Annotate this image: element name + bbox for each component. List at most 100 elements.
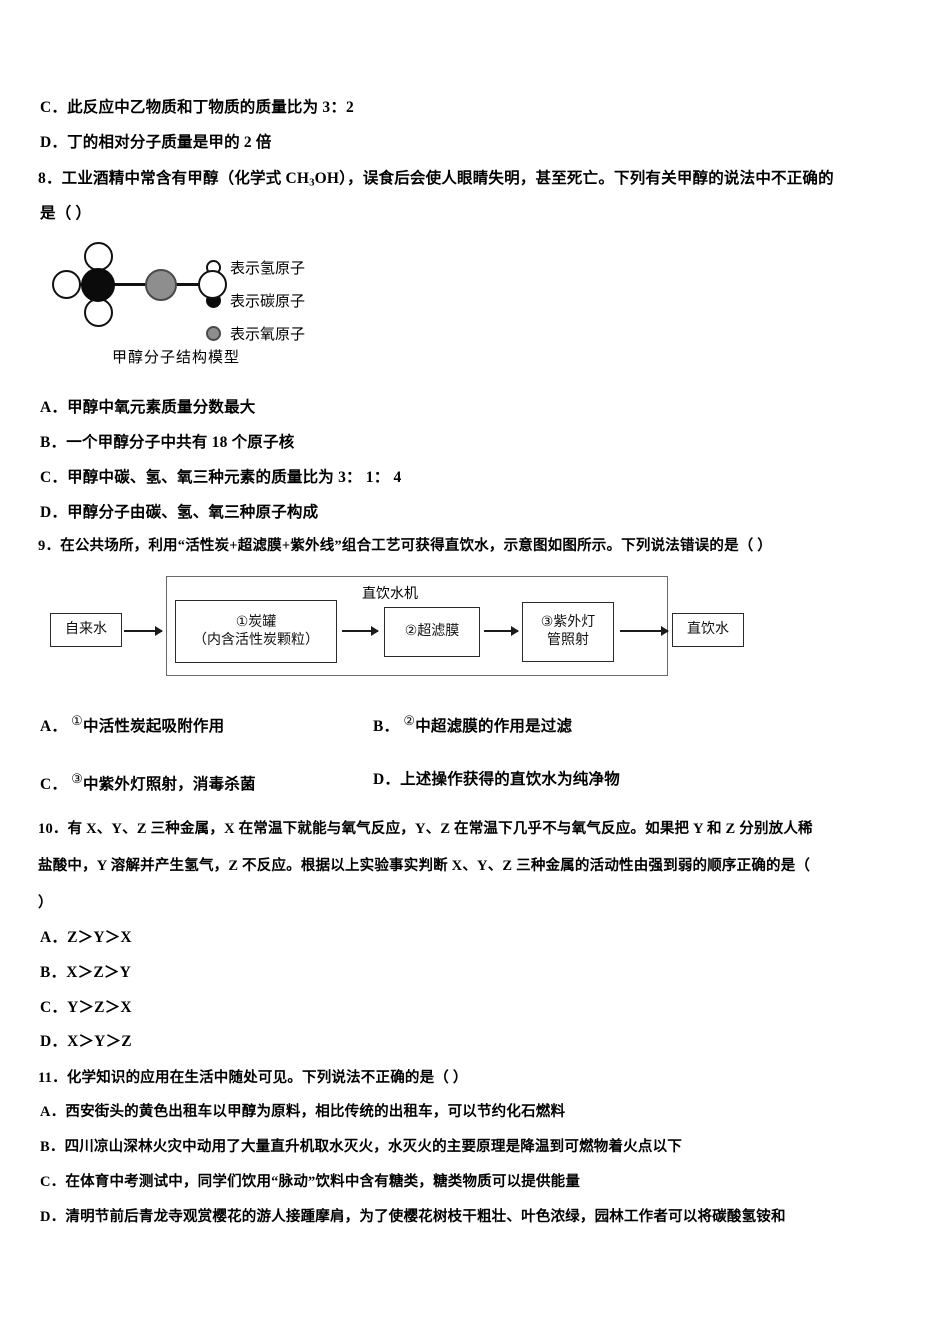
option-text: 甲醇中氧元素质量分数最大 bbox=[67, 399, 256, 416]
oxygen-atom bbox=[145, 269, 177, 301]
legend-carbon-label: 表示碳原子 bbox=[230, 292, 306, 310]
option-text: X＞Y＞Z bbox=[67, 1033, 132, 1050]
step-1-line1: ①炭罐 bbox=[235, 613, 277, 630]
option-label: D． bbox=[40, 1033, 68, 1050]
bond-c-o bbox=[98, 283, 160, 286]
q10-stem-line3: ） bbox=[38, 895, 53, 911]
q8-stem-part-b: OH），误食后会使人眼睛失明，甚至死亡。下列有关甲醇的说法中不正确的 bbox=[314, 170, 834, 187]
option-label: D． bbox=[40, 504, 68, 521]
option-text: 一个甲醇分子中共有 18 个原子核 bbox=[66, 434, 295, 451]
option-label: A． bbox=[40, 929, 68, 946]
option-label: D． bbox=[40, 1209, 66, 1225]
q10-number: 10． bbox=[38, 821, 68, 837]
step-3-line1: ③紫外灯 bbox=[540, 614, 596, 631]
q9-number: 9． bbox=[38, 538, 61, 554]
option-text: X＞Z＞Y bbox=[66, 964, 131, 981]
tap-water-box: 自来水 bbox=[50, 613, 122, 647]
q8-option-a: A．甲醇中氧元素质量分数最大 bbox=[40, 399, 256, 418]
step-1-carbon-tank-box: ①炭罐 （内含活性炭颗粒） bbox=[175, 600, 337, 663]
hydrogen-atom-bottom bbox=[84, 298, 113, 327]
legend-oxygen: 表示氧原子 bbox=[206, 323, 305, 344]
q8-option-b: B．一个甲醇分子中共有 18 个原子核 bbox=[40, 434, 294, 453]
option-text: 在体育中考测试中，同学们饮用“脉动”饮料中含有糖类，糖类物质可以提供能量 bbox=[65, 1174, 581, 1190]
circled-number-2: ② bbox=[403, 713, 416, 728]
methanol-structure-figure: 表示氢原子 表示碳原子 表示氧原子 bbox=[48, 238, 408, 378]
q9-option-a: A． ①中活性炭起吸附作用 bbox=[40, 713, 224, 736]
methanol-figure-caption: 甲醇分子结构模型 bbox=[112, 348, 241, 366]
circled-number-1: ① bbox=[71, 713, 84, 728]
q10-option-d: D．X＞Y＞Z bbox=[40, 1033, 132, 1052]
q9-option-b: B． ②中超滤膜的作用是过滤 bbox=[373, 713, 572, 736]
hydrogen-atom-top bbox=[84, 242, 113, 271]
q8-option-c: C．甲醇中碳、氢、氧三种元素的质量比为 3： 1： 4 bbox=[40, 469, 401, 488]
step-2-ultrafiltration-box: ②超滤膜 bbox=[384, 607, 480, 657]
machine-title-label: 直饮水机 bbox=[362, 586, 418, 602]
option-label: D． bbox=[40, 134, 68, 151]
legend-hydrogen-label: 表示氢原子 bbox=[230, 259, 306, 277]
tap-water-label: 自来水 bbox=[65, 621, 107, 638]
carbon-atom bbox=[81, 268, 115, 302]
option-label: D． bbox=[373, 771, 401, 788]
q9-stem: 9．在公共场所，利用“活性炭+超滤膜+紫外线”组合工艺可获得直饮水，示意图如图所… bbox=[38, 538, 772, 555]
option-label: A． bbox=[40, 399, 68, 416]
q10-option-a: A．Z＞Y＞X bbox=[40, 929, 132, 948]
q8-option-d: D．甲醇分子由碳、氢、氧三种原子构成 bbox=[40, 504, 318, 523]
q9-option-c: C． ③中紫外灯照射，消毒杀菌 bbox=[40, 771, 256, 794]
option-label: C． bbox=[40, 775, 68, 793]
option-text: 清明节前后青龙寺观赏樱花的游人接踵摩肩，为了使樱花树枝干粗壮、叶色浓绿，园林工作… bbox=[65, 1209, 786, 1225]
step-3-line2: 管照射 bbox=[547, 632, 589, 648]
arrow-step3-to-output bbox=[620, 626, 669, 635]
option-label: A． bbox=[40, 717, 68, 735]
arrow-tap-to-step1 bbox=[124, 626, 163, 635]
q10-stem-text-1: 有 X、Y、Z 三种金属，X 在常温下就能与氧气反应，Y、Z 在常温下几乎不与氧… bbox=[67, 821, 813, 837]
option-label: C． bbox=[40, 99, 68, 116]
q10-stem-line2: 盐酸中，Y 溶解并产生氢气，Z 不反应。根据以上实验事实判断 X、Y、Z 三种金… bbox=[38, 858, 811, 874]
step-2-line1: ②超滤膜 bbox=[404, 623, 460, 640]
option-text: 上述操作获得的直饮水为纯净物 bbox=[400, 771, 620, 788]
q11-number: 11． bbox=[38, 1070, 67, 1086]
q9-option-d: D．上述操作获得的直饮水为纯净物 bbox=[373, 771, 620, 790]
hydrogen-atom-hydroxyl bbox=[198, 270, 227, 299]
option-text: 中紫外灯照射，消毒杀菌 bbox=[83, 775, 256, 793]
q8-stem-line1: 8．工业酒精中常含有甲醇（化学式 CH3OH），误食后会使人眼睛失明，甚至死亡。… bbox=[38, 170, 834, 190]
option-label: B． bbox=[373, 717, 400, 735]
oxygen-swatch-icon bbox=[206, 326, 221, 341]
q11-stem: 11．化学知识的应用在生活中随处可见。下列说法不正确的是（ ） bbox=[38, 1070, 468, 1087]
option-label: B． bbox=[40, 964, 67, 981]
option-text: 甲醇中碳、氢、氧三种元素的质量比为 3： 1： 4 bbox=[67, 469, 402, 486]
formula-subscript: 3 bbox=[309, 177, 315, 189]
option-label: A． bbox=[40, 1104, 66, 1120]
q11-option-b: B．四川凉山深林火灾中动用了大量直升机取水灭火，水灭火的主要原理是降温到可燃物着… bbox=[40, 1139, 682, 1156]
legend-oxygen-label: 表示氧原子 bbox=[230, 325, 306, 343]
arrow-step2-to-step3 bbox=[484, 626, 519, 635]
q10-option-c: C．Y＞Z＞X bbox=[40, 999, 132, 1018]
option-label: C． bbox=[40, 469, 68, 486]
drinking-water-label: 直饮水 bbox=[687, 621, 729, 638]
option-label: C． bbox=[40, 1174, 66, 1190]
q10-option-b: B．X＞Z＞Y bbox=[40, 964, 131, 983]
q8-stem-part-a: 工业酒精中常含有甲醇（化学式 CH bbox=[61, 170, 310, 187]
q10-stem-line1: 10．有 X、Y、Z 三种金属，X 在常温下就能与氧气反应，Y、Z 在常温下几乎… bbox=[38, 821, 813, 838]
option-text: 丁的相对分子质量是甲的 2 倍 bbox=[67, 134, 272, 151]
drinking-water-flow-figure: 直饮水机 自来水 ①炭罐 （内含活性炭颗粒） ②超滤膜 ③紫外灯 管照射 直饮水 bbox=[50, 572, 744, 684]
option-label: C． bbox=[40, 999, 68, 1016]
step-3-uv-lamp-box: ③紫外灯 管照射 bbox=[522, 602, 614, 662]
arrow-step1-to-step2 bbox=[342, 626, 379, 635]
option-text: 中超滤膜的作用是过滤 bbox=[415, 717, 573, 735]
q8-stem-line2: 是（ ） bbox=[40, 205, 92, 222]
q7-option-c: C．此反应中乙物质和丁物质的质量比为 3：2 bbox=[40, 99, 354, 118]
circled-number-3: ③ bbox=[71, 771, 84, 786]
q11-option-c: C．在体育中考测试中，同学们饮用“脉动”饮料中含有糖类，糖类物质可以提供能量 bbox=[40, 1174, 580, 1191]
hydrogen-atom-left bbox=[52, 270, 81, 299]
option-text: 此反应中乙物质和丁物质的质量比为 3：2 bbox=[67, 99, 354, 116]
option-text: 四川凉山深林火灾中动用了大量直升机取水灭火，水灭火的主要原理是降温到可燃物着火点… bbox=[64, 1139, 682, 1155]
option-text: Y＞Z＞X bbox=[67, 999, 132, 1016]
q11-option-a: A．西安街头的黄色出租车以甲醇为原料，相比传统的出租车，可以节约化石燃料 bbox=[40, 1104, 565, 1121]
q11-stem-text: 化学知识的应用在生活中随处可见。下列说法不正确的是（ ） bbox=[66, 1070, 468, 1086]
q7-option-d: D．丁的相对分子质量是甲的 2 倍 bbox=[40, 134, 272, 153]
option-label: B． bbox=[40, 1139, 65, 1155]
drinking-water-box: 直饮水 bbox=[672, 613, 744, 647]
option-text: Z＞Y＞X bbox=[67, 929, 132, 946]
q9-stem-text: 在公共场所，利用“活性炭+超滤膜+紫外线”组合工艺可获得直饮水，示意图如图所示。… bbox=[60, 538, 773, 554]
